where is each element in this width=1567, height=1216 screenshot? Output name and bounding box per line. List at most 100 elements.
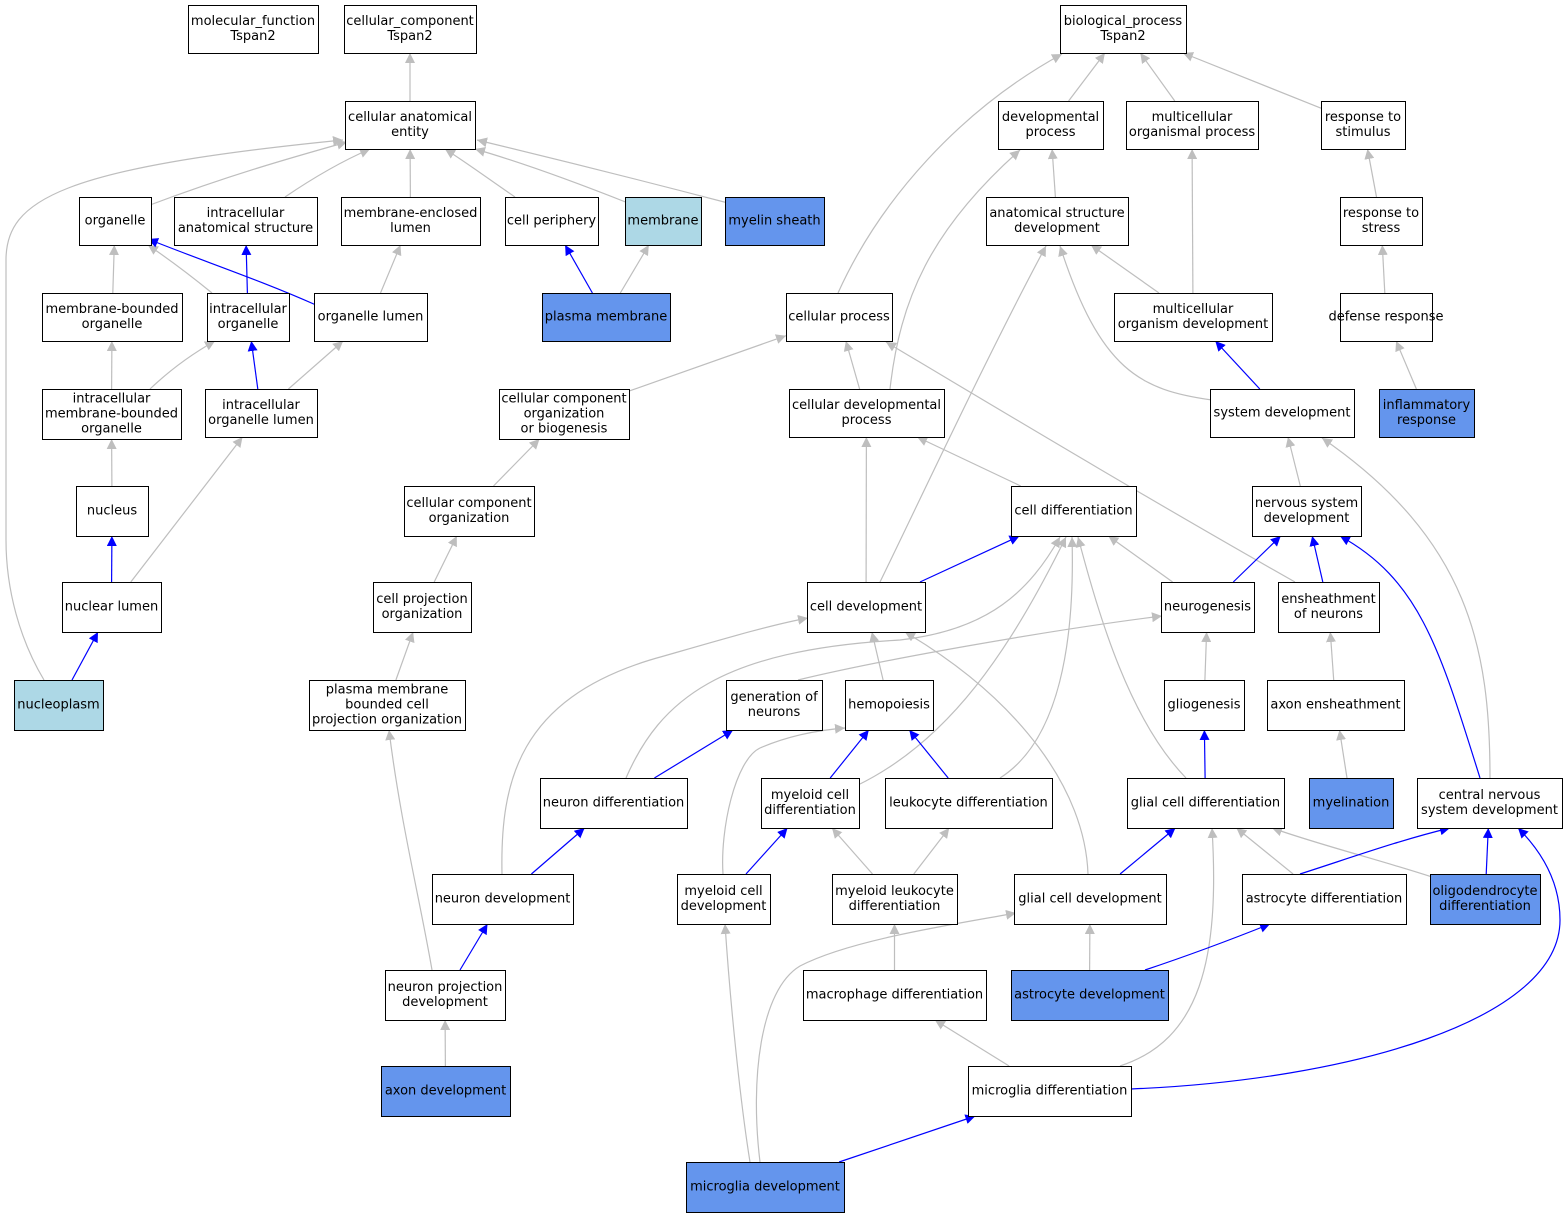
node-cellular-process[interactable]: cellular process bbox=[786, 293, 893, 342]
node-cell-development[interactable]: cell development bbox=[807, 582, 926, 633]
node-glial-cell-development[interactable]: glial cell development bbox=[1014, 874, 1167, 925]
node-nucleoplasm[interactable]: nucleoplasm bbox=[14, 680, 104, 731]
node-organelle-lumen[interactable]: organelle lumen bbox=[314, 293, 428, 342]
node-gliogenesis[interactable]: gliogenesis bbox=[1164, 680, 1245, 731]
node-macrophage-differentiation[interactable]: macrophage differentiation bbox=[803, 970, 987, 1021]
node-defense-response[interactable]: defense response bbox=[1328, 293, 1444, 342]
edge-intracellular-organelle-lumen-to-intracellular-organelle bbox=[247, 340, 259, 390]
node-box bbox=[345, 101, 476, 150]
node-myelination[interactable]: myelination bbox=[1309, 778, 1394, 829]
node-box bbox=[761, 778, 860, 829]
node-astrocyte-development[interactable]: astrocyte development bbox=[1011, 970, 1169, 1021]
node-axon-ensheathment[interactable]: axon ensheathment bbox=[1267, 680, 1405, 731]
node-organelle[interactable]: organelle bbox=[79, 197, 152, 246]
node-neurogenesis[interactable]: neurogenesis bbox=[1161, 582, 1255, 633]
node-label-line: neuron development bbox=[435, 892, 571, 907]
node-plasma-membrane[interactable]: plasma membrane bbox=[542, 293, 671, 342]
node-box bbox=[1114, 293, 1273, 342]
node-label-line: organization bbox=[429, 511, 510, 526]
node-box bbox=[42, 389, 182, 440]
node-nucleus[interactable]: nucleus bbox=[76, 486, 149, 537]
node-microglia-development[interactable]: microglia development bbox=[686, 1162, 845, 1213]
node-label-line: glial cell differentiation bbox=[1131, 796, 1280, 811]
node-box bbox=[1210, 389, 1355, 438]
edge-nucleoplasm-to-nuclear-lumen bbox=[71, 631, 99, 681]
node-neuron-development[interactable]: neuron development bbox=[432, 874, 574, 925]
edge-organelle-lumen-to-membrane-enclosed-lumen bbox=[379, 244, 402, 294]
node-label-line: intracellular bbox=[73, 392, 151, 407]
edge-plasma-membrane-to-cell-periphery bbox=[564, 244, 593, 294]
node-box bbox=[1060, 5, 1187, 54]
node-label-line: neuron differentiation bbox=[543, 796, 685, 811]
node-label-line: cellular anatomical bbox=[348, 110, 472, 125]
node-label-line: membrane-bounded bbox=[45, 302, 178, 317]
node-box bbox=[432, 874, 574, 925]
edge-microglia-development-to-microglia-differentiation bbox=[838, 1114, 976, 1163]
node-glial-cell-differentiation[interactable]: glial cell differentiation bbox=[1127, 778, 1285, 829]
node-box bbox=[686, 1162, 845, 1213]
edge-myeloid-leukocyte-differentiation-to-myeloid-cell-differentiation bbox=[831, 827, 873, 875]
node-label-line: Tspan2 bbox=[386, 29, 432, 44]
node-label-line: inflammatory bbox=[1383, 398, 1471, 413]
node-label-line: organelle lumen bbox=[318, 310, 424, 325]
edge-glial-cell-development-to-cell-development bbox=[904, 631, 1089, 875]
node-neuron-differentiation[interactable]: neuron differentiation bbox=[540, 778, 688, 829]
node-label-line: cell projection bbox=[376, 592, 467, 607]
node-label-line: defense response bbox=[1328, 310, 1443, 325]
node-hemopoiesis[interactable]: hemopoiesis bbox=[845, 680, 934, 731]
node-astrocyte-differentiation[interactable]: astrocyte differentiation bbox=[1242, 874, 1407, 925]
node-box bbox=[385, 970, 506, 1021]
edge-glial-cell-development-to-glial-cell-differentiation bbox=[1119, 827, 1176, 875]
edge-myeloid-cell-differentiation-to-cell-differentiation bbox=[857, 536, 1067, 786]
node-label-line: response bbox=[1397, 413, 1456, 428]
node-cell-differentiation[interactable]: cell differentiation bbox=[1011, 486, 1137, 537]
node-cell-periphery[interactable]: cell periphery bbox=[505, 197, 599, 246]
node-label-line: nervous system bbox=[1255, 496, 1358, 511]
node-membrane[interactable]: membrane bbox=[625, 197, 702, 246]
node-microglia-differentiation[interactable]: microglia differentiation bbox=[968, 1066, 1132, 1117]
node-nuclear-lumen[interactable]: nuclear lumen bbox=[62, 582, 162, 633]
node-myelin-sheath[interactable]: myelin sheath bbox=[725, 197, 825, 246]
node-axon-development[interactable]: axon development bbox=[381, 1066, 511, 1117]
edge-myelination-to-axon-ensheathment bbox=[1336, 729, 1348, 779]
node-system-development[interactable]: system development bbox=[1210, 389, 1355, 438]
node-label-line: intracellular bbox=[207, 206, 285, 221]
node-box bbox=[1127, 778, 1285, 829]
edge-astrocyte-differentiation-to-central-nervous-system-development bbox=[1299, 825, 1451, 875]
node-leukocyte-differentiation[interactable]: leukocyte differentiation bbox=[885, 778, 1053, 829]
node-label-line: neurons bbox=[748, 705, 801, 720]
node-label-line: cellular developmental bbox=[792, 398, 941, 413]
node-box bbox=[1252, 486, 1362, 537]
